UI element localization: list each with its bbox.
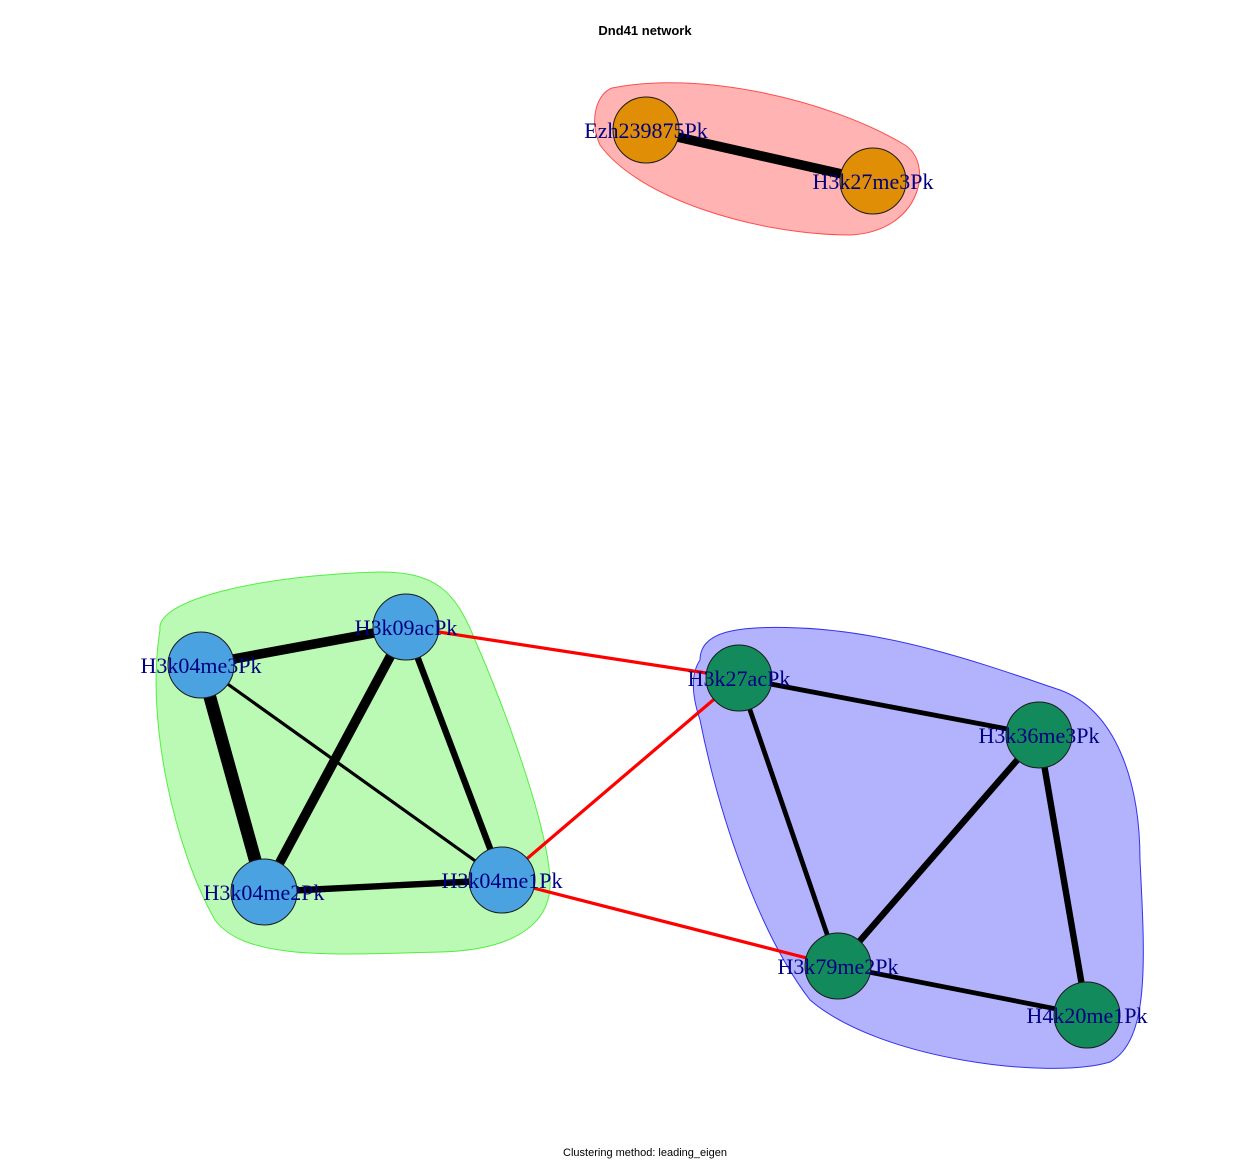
- node-label-H3k27acPk: H3k27acPk: [688, 666, 791, 691]
- node-label-H3k36me3Pk: H3k36me3Pk: [979, 723, 1100, 748]
- edge-Ezh239875Pk-H3k27me3Pk: [644, 125, 875, 186]
- node-label-H3k79me2Pk: H3k79me2Pk: [778, 954, 899, 979]
- node-H3k04me3Pk: [167, 631, 235, 699]
- node-H4k20me1Pk: [1053, 981, 1121, 1049]
- edge-H3k04me2Pk-H3k04me1Pk: [263, 876, 503, 896]
- node-label-Ezh239875Pk: Ezh239875Pk: [584, 118, 707, 143]
- diagram-subtitle: Clustering method: leading_eigen: [563, 1147, 727, 1159]
- edge-H3k79me2Pk-H4k20me1Pk: [837, 963, 1088, 1018]
- edge-H3k04me3Pk-H3k04me1Pk: [200, 663, 503, 882]
- edge-H3k04me3Pk-H3k04me2Pk: [194, 663, 271, 894]
- node-label-H3k27me3Pk: H3k27me3Pk: [813, 169, 934, 194]
- diagram-title: Dnd41 network: [598, 23, 692, 38]
- node-H3k04me2Pk: [230, 858, 298, 926]
- network-edges: [194, 125, 1091, 1018]
- edge-H3k09acPk-H3k04me2Pk: [259, 624, 411, 895]
- node-H3k27acPk: [705, 644, 773, 712]
- node-H3k36me3Pk: [1005, 701, 1073, 769]
- node-Ezh239875Pk: [612, 96, 680, 164]
- node-H3k09acPk: [372, 593, 440, 661]
- cluster-hulls: [155, 82, 1144, 1069]
- node-label-H3k04me2Pk: H3k04me2Pk: [204, 880, 325, 905]
- edge-H3k04me1Pk-H3k79me2Pk: [501, 878, 839, 968]
- node-H3k04me1Pk: [468, 846, 536, 914]
- node-label-H3k09acPk: H3k09acPk: [355, 615, 458, 640]
- edge-H3k09acPk-H3k27acPk: [405, 625, 740, 680]
- node-labels: Ezh239875PkH3k27me3PkH3k09acPkH3k04me3Pk…: [141, 118, 1148, 1028]
- edge-H3k09acPk-H3k04me1Pk: [403, 625, 505, 882]
- edge-H3k36me3Pk-H3k79me2Pk: [835, 732, 1042, 969]
- edge-H3k27acPk-H3k79me2Pk: [736, 677, 841, 967]
- node-label-H3k04me3Pk: H3k04me3Pk: [141, 653, 262, 678]
- edge-H3k04me1Pk-H3k27acPk: [500, 676, 741, 882]
- edge-H3k27acPk-H3k36me3Pk: [738, 675, 1040, 738]
- edge-H3k04me3Pk-H3k09acPk: [200, 622, 407, 670]
- node-label-H3k04me1Pk: H3k04me1Pk: [442, 868, 563, 893]
- node-H3k27me3Pk: [839, 147, 907, 215]
- network-nodes: [167, 96, 1121, 1049]
- edge-H3k36me3Pk-H4k20me1Pk: [1035, 734, 1091, 1016]
- node-label-H4k20me1Pk: H4k20me1Pk: [1027, 1003, 1148, 1028]
- node-H3k79me2Pk: [804, 932, 872, 1000]
